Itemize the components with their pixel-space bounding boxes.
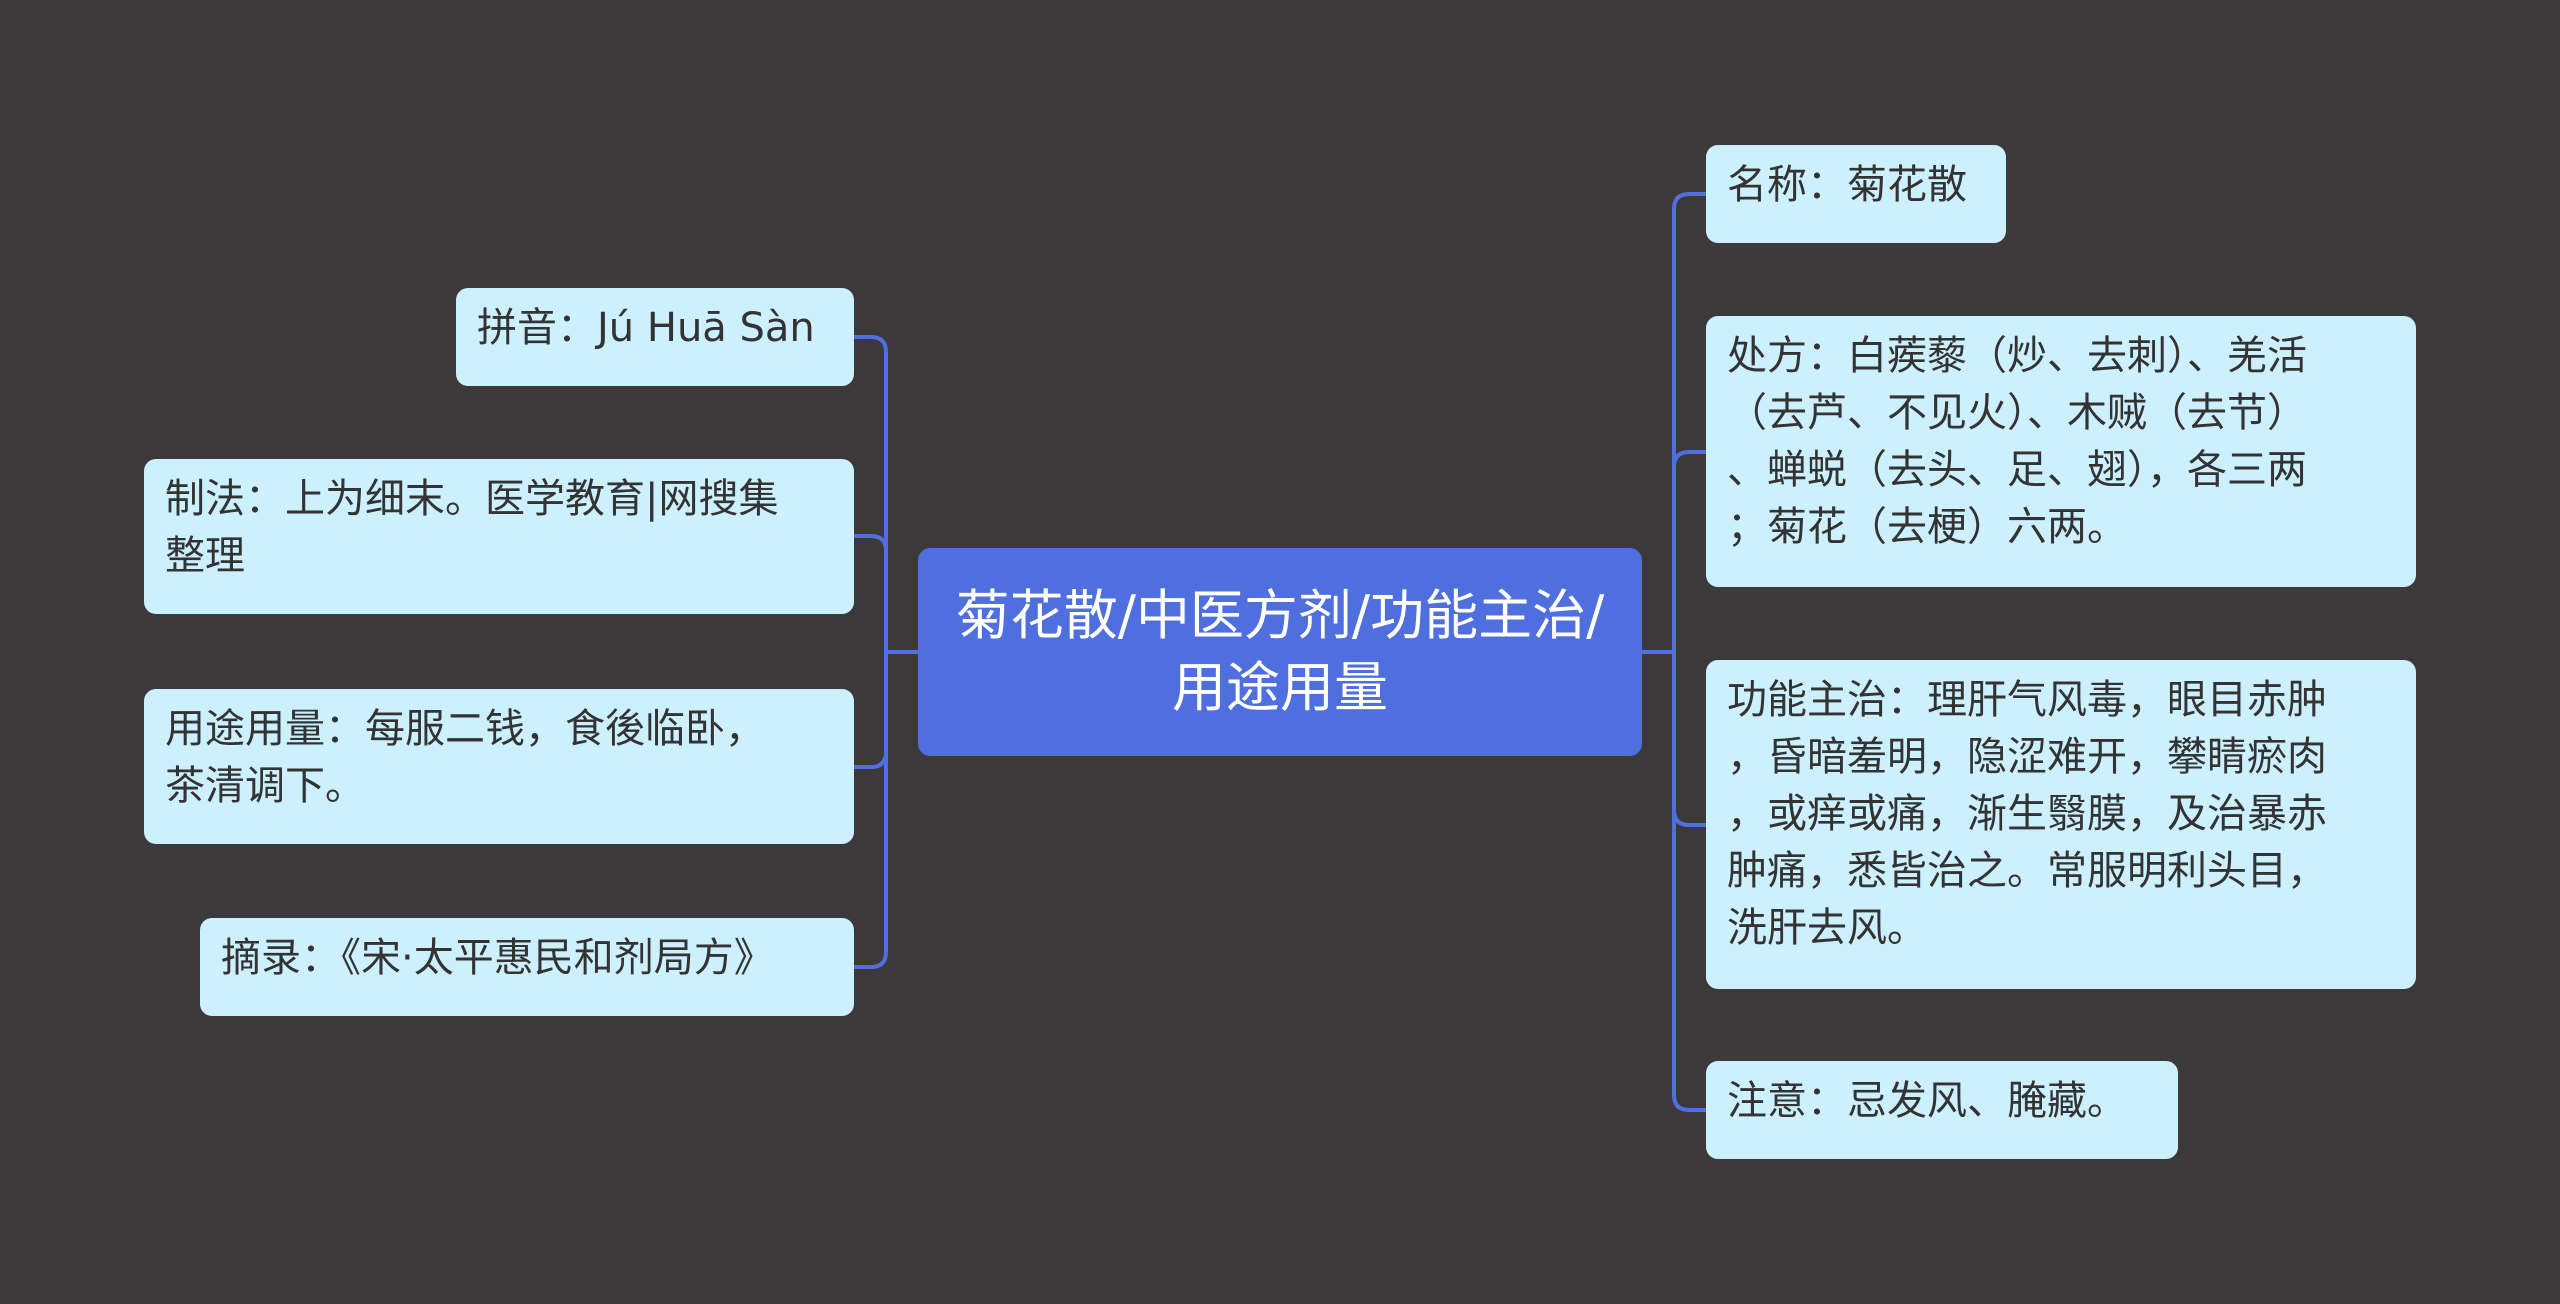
topic-pinyin[interactable]: 拼音：Jú Huā Sàn bbox=[456, 288, 854, 386]
center-topic-label: 菊花散/中医方剂/功能主治/用途用量 bbox=[955, 584, 1605, 719]
connector-right-3 bbox=[1672, 650, 1708, 827]
connector-left-1 bbox=[852, 335, 888, 654]
topic-usage-dosage[interactable]: 用途用量：每服二钱，食後临卧， 茶清调下。 bbox=[144, 689, 854, 844]
topic-indications[interactable]: 功能主治：理肝气风毒，眼目赤肿 ，昏暗羞明，隐涩难开，攀睛瘀肉 ，或痒或痛，渐生… bbox=[1706, 660, 2416, 989]
center-topic[interactable]: 菊花散/中医方剂/功能主治/用途用量 bbox=[918, 548, 1642, 756]
topic-caution[interactable]: 注意：忌发风、腌藏。 bbox=[1706, 1061, 2178, 1159]
connector-left-2 bbox=[852, 534, 888, 654]
connector-right-2 bbox=[1672, 450, 1708, 654]
topic-source[interactable]: 摘录：《宋·太平惠民和剂局方》 bbox=[200, 918, 854, 1016]
topic-name[interactable]: 名称：菊花散 bbox=[1706, 145, 2006, 243]
topic-preparation[interactable]: 制法：上为细末。医学教育|网搜集 整理 bbox=[144, 459, 854, 614]
connector-left-3 bbox=[852, 650, 888, 769]
topic-prescription[interactable]: 处方：白蒺藜（炒、去刺）、羌活 （去芦、不见火）、木贼（去节） 、蝉蜕（去头、足… bbox=[1706, 316, 2416, 587]
connector-right-4 bbox=[1672, 650, 1708, 1112]
connector-right-1 bbox=[1672, 192, 1708, 654]
connector-left-4 bbox=[852, 650, 888, 969]
